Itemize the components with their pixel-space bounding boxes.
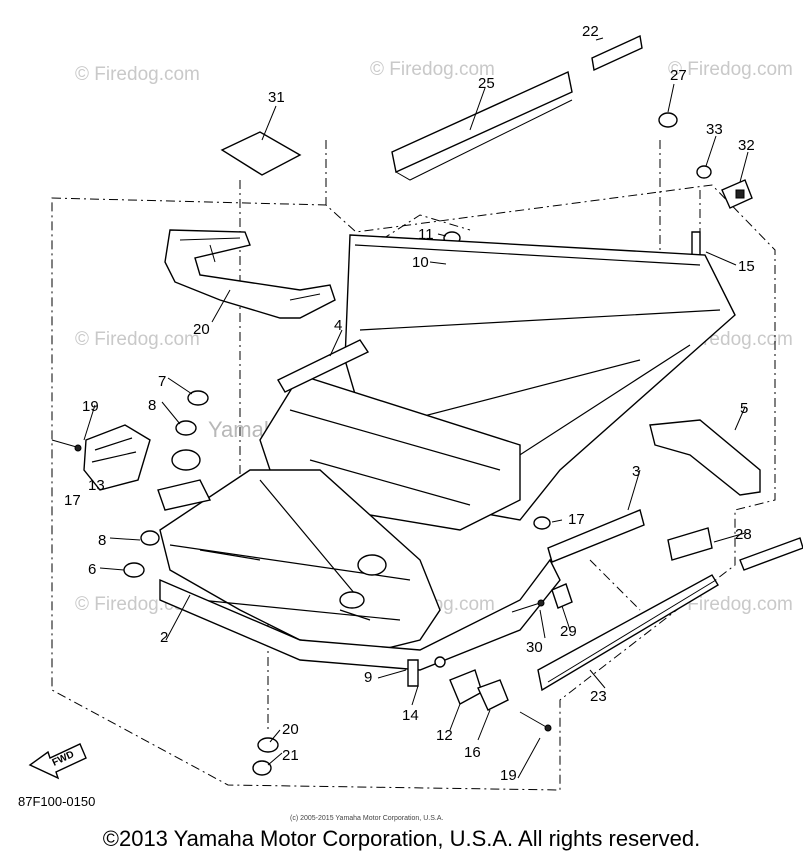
callout: 20	[282, 721, 299, 738]
part-4-bracket	[277, 339, 370, 393]
part-20-bumper	[164, 229, 336, 319]
guide-line	[589, 559, 641, 611]
part-14-washer	[434, 656, 446, 668]
callout: 28	[735, 526, 752, 543]
part-12-plate	[449, 669, 483, 705]
callout: 19	[500, 767, 517, 784]
callout: 12	[436, 727, 453, 744]
callout: 30	[526, 639, 543, 656]
assembly-outline	[51, 184, 776, 791]
callout: 17	[64, 492, 81, 509]
watermark: © Firedog.com	[75, 64, 200, 85]
small-copyright: (c) 2005-2015 Yamaha Motor Corporation, …	[290, 815, 443, 822]
fwd-arrow: FWD	[28, 743, 87, 780]
part-31-plate	[220, 131, 302, 176]
watermark: © Firedog.com	[370, 59, 495, 80]
part-32-hole	[735, 189, 745, 199]
part-8-bushing-lower	[140, 530, 160, 546]
callout: 3	[632, 463, 640, 480]
watermark: © Firedog.com	[668, 59, 793, 80]
callout: 4	[334, 317, 342, 334]
callout: 10	[412, 254, 429, 271]
callout: 16	[464, 744, 481, 761]
callout: 8	[98, 532, 106, 549]
callout: 23	[590, 688, 607, 705]
callout: 11	[418, 226, 434, 243]
callout: 14	[402, 707, 419, 724]
callout: 32	[738, 137, 755, 154]
callout: 6	[88, 561, 96, 578]
part-7-cap	[187, 390, 209, 406]
part-33-grommet	[696, 165, 712, 179]
strut-mount-left	[171, 449, 201, 471]
callout: 33	[706, 121, 723, 138]
part-3-bracket	[547, 509, 645, 563]
strut-arm-left	[157, 479, 212, 511]
part-code: 87F100-0150	[18, 794, 95, 809]
part-28-plate	[667, 527, 713, 561]
copyright-notice: ©2013 Yamaha Motor Corporation, U.S.A. A…	[102, 826, 701, 851]
part-6-cap	[123, 562, 145, 578]
callout: 5	[740, 400, 748, 417]
strut-base-right	[339, 591, 365, 609]
chassis-lower-frame	[159, 558, 561, 671]
callout: 27	[670, 67, 687, 84]
callout: 19	[82, 398, 99, 415]
part-25-cover	[391, 70, 573, 174]
side-strip	[739, 537, 803, 571]
callout: 7	[158, 373, 166, 390]
part-21-cap	[257, 737, 279, 753]
part-30-screw	[537, 599, 545, 607]
part-16-plate	[477, 679, 509, 711]
part-19-screw-lower	[544, 724, 552, 732]
watermark: © Firedog.com	[668, 594, 793, 615]
callout: 29	[560, 623, 577, 640]
callout: 15	[738, 258, 755, 275]
callout: 2	[160, 629, 168, 646]
callout: 22	[582, 23, 599, 40]
part-5-rail	[649, 419, 761, 496]
part-29-clip	[551, 583, 573, 609]
part-22-grommet	[252, 760, 272, 776]
part-9-bolt	[407, 659, 419, 687]
callout: 13	[88, 477, 105, 494]
callout: 25	[478, 75, 495, 92]
chassis-front-frame	[159, 469, 441, 651]
part-26-strip	[591, 34, 643, 72]
callout: 9	[364, 669, 372, 686]
callout: 21	[282, 747, 299, 764]
part-13-mount	[83, 424, 151, 491]
callout: 17	[568, 511, 585, 528]
strut-mount-right	[357, 554, 387, 576]
part-18-plug	[533, 516, 551, 530]
part-19-screw	[74, 444, 82, 452]
callout: 20	[193, 321, 210, 338]
callout: 31	[268, 89, 285, 106]
callout: 8	[148, 397, 156, 414]
part-27-plug	[658, 112, 678, 128]
watermark: © Firedog.com	[75, 329, 200, 350]
part-8-bushing	[175, 420, 197, 436]
